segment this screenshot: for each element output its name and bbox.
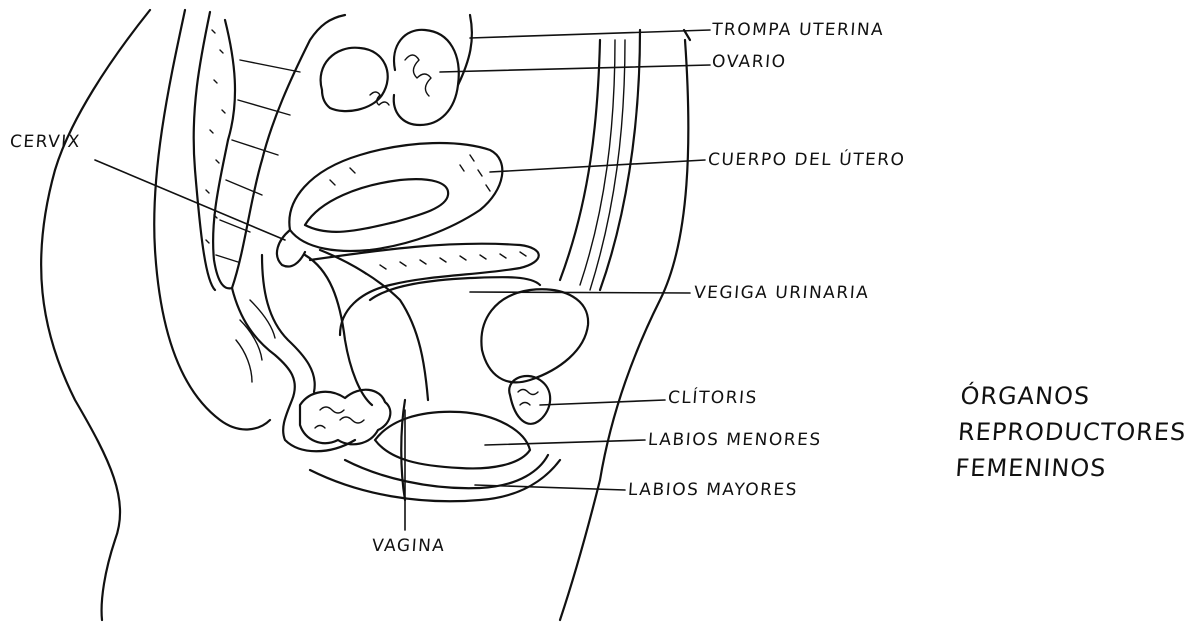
- vaginal-canal-front: [320, 250, 428, 400]
- spine-inner: [194, 12, 215, 290]
- label-clitoris: CLÍTORIS: [667, 388, 758, 408]
- pubic-bone: [481, 289, 588, 382]
- leader-cuerpo: [490, 160, 705, 172]
- perineal-texture: [315, 407, 364, 428]
- label-vegiga-urinaria: VEGIGA URINARIA: [693, 283, 870, 303]
- sacrum: [213, 15, 345, 288]
- label-labios-mayores: LABIOS MAYORES: [627, 480, 798, 500]
- uterus-outer: [289, 143, 502, 251]
- back-outline: [41, 10, 150, 620]
- fallopian-tube: [394, 30, 459, 125]
- label-cervix: CERVIX: [9, 132, 81, 152]
- diagram-title: ÓRGANOS REPRODUCTORES FEMENINOS: [954, 378, 1190, 486]
- abdominal-wall-outer: [560, 40, 688, 620]
- label-vagina: VAGINA: [371, 536, 446, 556]
- leader-labios-mayores: [475, 485, 625, 490]
- tube-ligament: [458, 15, 472, 85]
- label-cuerpo-del-utero: CUERPO DEL ÚTERO: [707, 150, 906, 170]
- spine-outer: [154, 10, 270, 429]
- cervix-shape: [277, 230, 305, 267]
- leader-vegiga: [470, 292, 690, 293]
- labia-minora: [375, 412, 530, 469]
- abdominal-wall-2: [600, 30, 640, 290]
- title-line-3: FEMENINOS: [954, 450, 1185, 486]
- leader-trompa: [470, 30, 710, 38]
- uterus-texture: [330, 155, 490, 191]
- title-line-1: ÓRGANOS: [959, 378, 1190, 414]
- leader-labios-menores: [485, 440, 645, 445]
- rectum-folds: [236, 300, 275, 382]
- clitoris-texture: [518, 390, 538, 406]
- rectum-inner: [262, 255, 315, 392]
- label-ovario: OVARIO: [711, 52, 787, 72]
- leader-clitoris: [540, 400, 665, 405]
- label-labios-menores: LABIOS MENORES: [647, 430, 822, 450]
- label-trompa-uterina: TROMPA UTERINA: [711, 20, 885, 40]
- title-line-2: REPRODUCTORES: [957, 414, 1188, 450]
- uterus-cavity: [305, 179, 448, 232]
- leader-cervix: [95, 160, 285, 240]
- leader-ovario: [440, 65, 710, 72]
- ovary-shape: [321, 48, 388, 111]
- abdominal-wall-1: [560, 40, 600, 280]
